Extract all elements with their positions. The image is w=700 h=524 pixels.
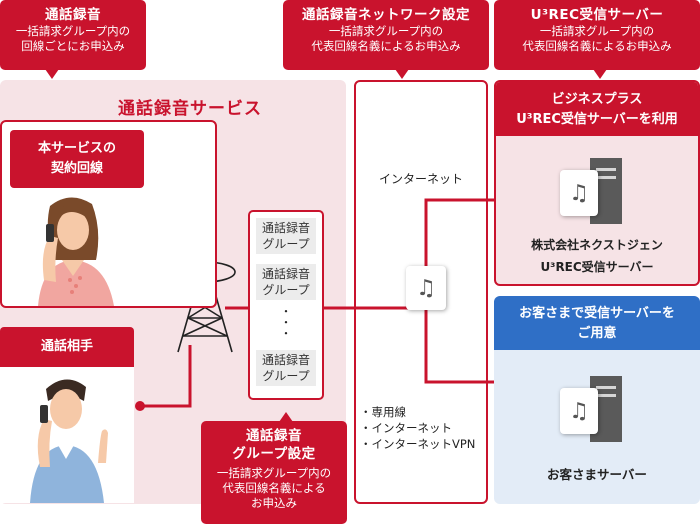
network-options: ・専用線 ・インターネット ・インターネットVPN — [360, 404, 490, 452]
audio-file-icon: ♫ — [406, 266, 446, 310]
group-ellipsis: ・ ・ ・ — [280, 305, 292, 340]
woman-caller-illustration — [10, 190, 144, 306]
network-option-internet: ・インターネット — [360, 421, 452, 435]
server-slot — [596, 168, 616, 171]
network-option-vpn: ・インターネットVPN — [360, 437, 476, 451]
group-item: 通話録音 グループ — [256, 350, 316, 386]
internet-label: インターネット — [378, 172, 463, 186]
partner-header: 通話相手 — [0, 327, 134, 367]
callout-recording-tail — [45, 69, 59, 79]
callout-recording: 通話録音 一括請求グループ内の 回線ごとにお申込み — [0, 0, 146, 70]
customer-server-label: お客さまサーバー — [547, 467, 647, 482]
callout-network: 通話録音ネットワーク設定 一括請求グループ内の 代表回線名義によるお申込み — [283, 0, 489, 70]
server-slot — [596, 386, 616, 389]
callout-group-tail — [279, 412, 293, 422]
callout-u3rec-tail — [593, 69, 607, 79]
callout-u3rec: U³REC受信サーバー 一括請求グループ内の 代表回線名義によるお申込み — [494, 0, 700, 70]
server-slot — [596, 394, 616, 397]
business-plus-label: 株式会社ネクストジェン U³REC受信サーバー — [531, 238, 663, 274]
server-slot — [596, 176, 616, 179]
callout-network-tail — [395, 69, 409, 79]
group-item: 通話録音 グループ — [256, 218, 316, 254]
callout-group: 通話録音 グループ設定 一括請求グループ内の 代表回線名義による お申込み — [201, 421, 347, 524]
network-option-dedicated: ・専用線 — [360, 405, 406, 419]
audio-file-icon: ♫ — [560, 388, 598, 434]
service-title: 通話録音サービス — [118, 99, 262, 119]
audio-file-icon: ♫ — [560, 170, 598, 216]
group-item: 通話録音 グループ — [256, 264, 316, 300]
partner-body — [0, 367, 134, 503]
contract-line-header: 本サービスの 契約回線 — [10, 130, 144, 188]
